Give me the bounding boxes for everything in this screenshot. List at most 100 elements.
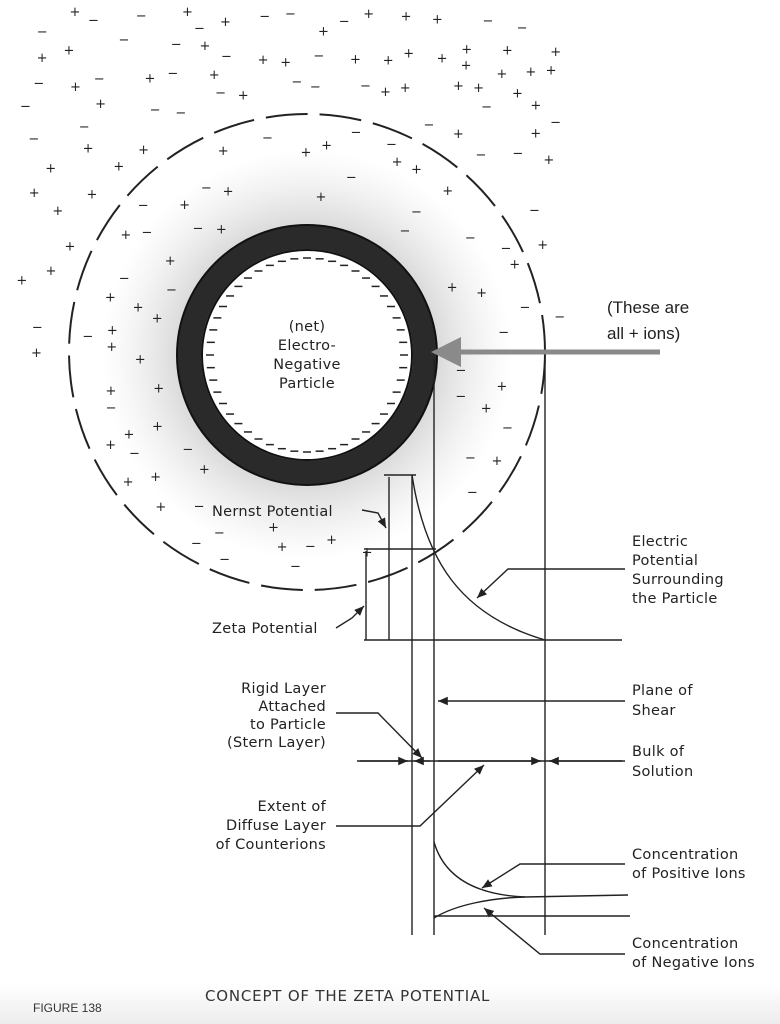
positive-ion: +	[46, 264, 57, 279]
negative-ion: −	[215, 86, 226, 101]
label-line: Rigid Layer	[241, 681, 326, 697]
negative-ion: −	[465, 231, 476, 246]
positive-ion: +	[105, 438, 116, 453]
ion-scatter: +−−+−++++−+++++−−+−−+−+++++++−−++−+−−+−+…	[16, 5, 565, 575]
nernst-leader	[361, 509, 387, 529]
positive-ion: +	[218, 144, 229, 159]
negative-ion: −	[129, 447, 140, 462]
positive-ion: +	[258, 53, 269, 68]
positive-ion: +	[150, 470, 161, 485]
particle-line: Particle	[279, 376, 335, 392]
electric-leader	[476, 568, 625, 599]
negative-ion: −	[481, 100, 492, 115]
positive-ion: +	[537, 238, 548, 253]
positive-ion: +	[473, 81, 484, 96]
negative-ion: −	[20, 100, 31, 115]
label-line: Plane of	[632, 683, 693, 699]
positive-ion: +	[107, 324, 118, 339]
label-line: Shear	[632, 703, 676, 719]
pos-conc-label: Concentration of Positive Ions	[632, 847, 745, 882]
neg-conc-leader	[483, 907, 625, 955]
negative-ion: −	[221, 50, 232, 65]
negative-ion: −	[167, 66, 178, 81]
negative-ion: −	[194, 22, 205, 37]
positive-ion: +	[525, 65, 536, 80]
negative-ion: −	[502, 421, 513, 436]
positive-ion: +	[461, 59, 472, 74]
positive-ion: +	[301, 145, 312, 160]
negative-ion: −	[519, 301, 530, 316]
positive-ion: +	[268, 521, 279, 536]
positive-ion: +	[496, 67, 507, 82]
negative-ion: −	[201, 181, 212, 196]
negative-ion: −	[32, 321, 43, 336]
particle-line: (net)	[289, 319, 326, 335]
surface-charges	[206, 257, 408, 453]
positive-ion: +	[401, 9, 412, 24]
negative-ion: −	[498, 325, 509, 340]
positive-ion: +	[437, 52, 448, 67]
label-line: Diffuse Layer	[226, 818, 326, 834]
negative-ion: −	[175, 106, 186, 121]
positive-ion: +	[113, 159, 124, 174]
positive-ion: +	[95, 97, 106, 112]
positive-ion: +	[45, 162, 56, 177]
positive-ion: +	[179, 198, 190, 213]
negative-ion: −	[82, 329, 93, 344]
positive-ion: +	[200, 39, 211, 54]
negative-ion: −	[313, 49, 324, 64]
positive-ion: +	[152, 311, 163, 326]
positive-ion: +	[411, 162, 422, 177]
positive-ion: +	[145, 71, 156, 86]
negative-ion: −	[259, 10, 270, 25]
positive-ion: +	[138, 143, 149, 158]
potential-curve	[411, 474, 546, 641]
negative-ion: −	[136, 9, 147, 24]
label-line: Concentration	[632, 847, 738, 863]
negative-ion: −	[192, 221, 203, 236]
bottom-band	[0, 985, 780, 1024]
shear-label: Plane of Shear	[632, 683, 693, 719]
positive-ion: +	[432, 13, 443, 28]
negative-ion: −	[119, 33, 130, 48]
positive-ion: +	[530, 99, 541, 114]
label-line: (Stern Layer)	[227, 735, 326, 751]
positive-ion-curve	[433, 841, 629, 898]
negative-ion: −	[339, 14, 350, 29]
positive-ion: +	[502, 43, 513, 58]
negative-ion: −	[386, 138, 397, 153]
negative-ion: −	[219, 552, 230, 567]
label-line: of Negative Ions	[632, 955, 755, 971]
positive-ion: +	[220, 15, 231, 30]
label-line: Attached	[258, 699, 326, 715]
particle	[201, 249, 413, 461]
negative-ion: −	[194, 500, 205, 515]
negative-ion: −	[305, 539, 316, 554]
positive-ion: +	[87, 187, 98, 202]
negative-ion: −	[94, 72, 105, 87]
negative-ion: −	[512, 146, 523, 161]
positive-ion: +	[16, 274, 27, 289]
negative-ion: −	[350, 126, 361, 141]
zeta-leader	[335, 605, 365, 629]
negative-ion: −	[346, 170, 357, 185]
positive-ion: +	[453, 127, 464, 142]
negative-ion-curve	[433, 896, 526, 919]
negative-ion: −	[550, 116, 561, 131]
figure-number: FIGURE 138	[33, 1001, 102, 1015]
positive-ion: +	[69, 5, 80, 20]
positive-ion: +	[106, 340, 117, 355]
negative-ion: −	[141, 225, 152, 240]
positive-ion: +	[321, 139, 332, 154]
positive-ion: +	[392, 155, 403, 170]
rigid-label: Rigid Layer Attached to Particle (Stern …	[227, 681, 326, 751]
positive-ion: +	[509, 257, 520, 272]
positive-ion: +	[362, 545, 373, 560]
positive-ion: +	[546, 64, 557, 79]
positive-ion: +	[52, 204, 63, 219]
negative-ion: −	[456, 364, 467, 379]
positive-ion: +	[182, 5, 193, 20]
positive-ion: +	[155, 500, 166, 515]
positive-ion: +	[476, 286, 487, 301]
positive-ion: +	[63, 43, 74, 58]
